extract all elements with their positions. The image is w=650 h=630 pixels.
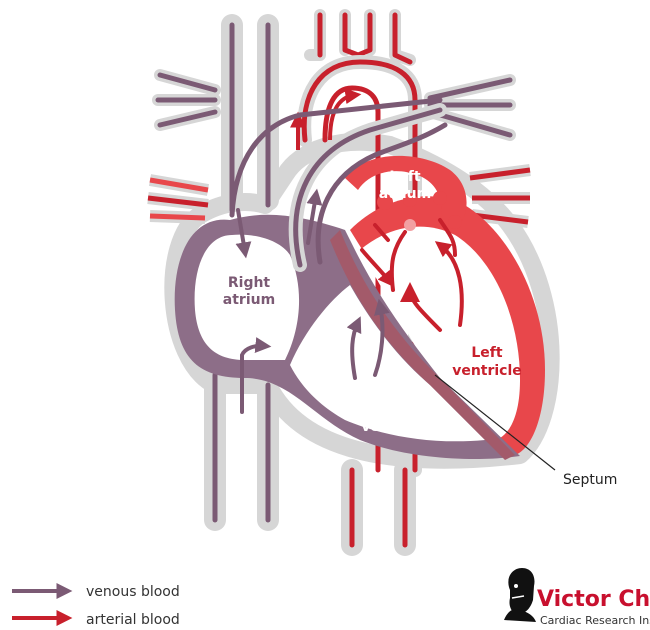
- septum-label: Septum: [563, 472, 617, 488]
- right-ventricle-label-2: ventricle: [361, 419, 431, 435]
- pulmonary-veins-left: [148, 180, 208, 218]
- portrait-icon: [504, 568, 536, 622]
- logo-name: Victor Chang: [537, 587, 650, 612]
- right-atrium-label-2: atrium: [223, 292, 275, 308]
- right-ventricle-label-1: Right: [375, 401, 418, 417]
- victor-chang-logo: Victor Chang Cardiac Research Institute: [504, 568, 650, 627]
- right-atrium-label-1: Right: [228, 275, 271, 291]
- logo-subtitle: Cardiac Research Institute: [540, 614, 650, 627]
- arterial-legend-label: arterial blood: [86, 612, 180, 628]
- legend: venous blood arterial blood: [12, 584, 180, 628]
- venous-legend-label: venous blood: [86, 584, 180, 600]
- pulmonary-arteries: [158, 75, 510, 135]
- pulmonary-veins-right: [470, 170, 530, 222]
- left-atrium-label-1: Left: [389, 169, 421, 185]
- left-ventricle-label-2: ventricle: [452, 363, 522, 379]
- left-ventricle-label-1: Left: [471, 345, 503, 361]
- left-atrium-label-2: atrium: [379, 186, 431, 202]
